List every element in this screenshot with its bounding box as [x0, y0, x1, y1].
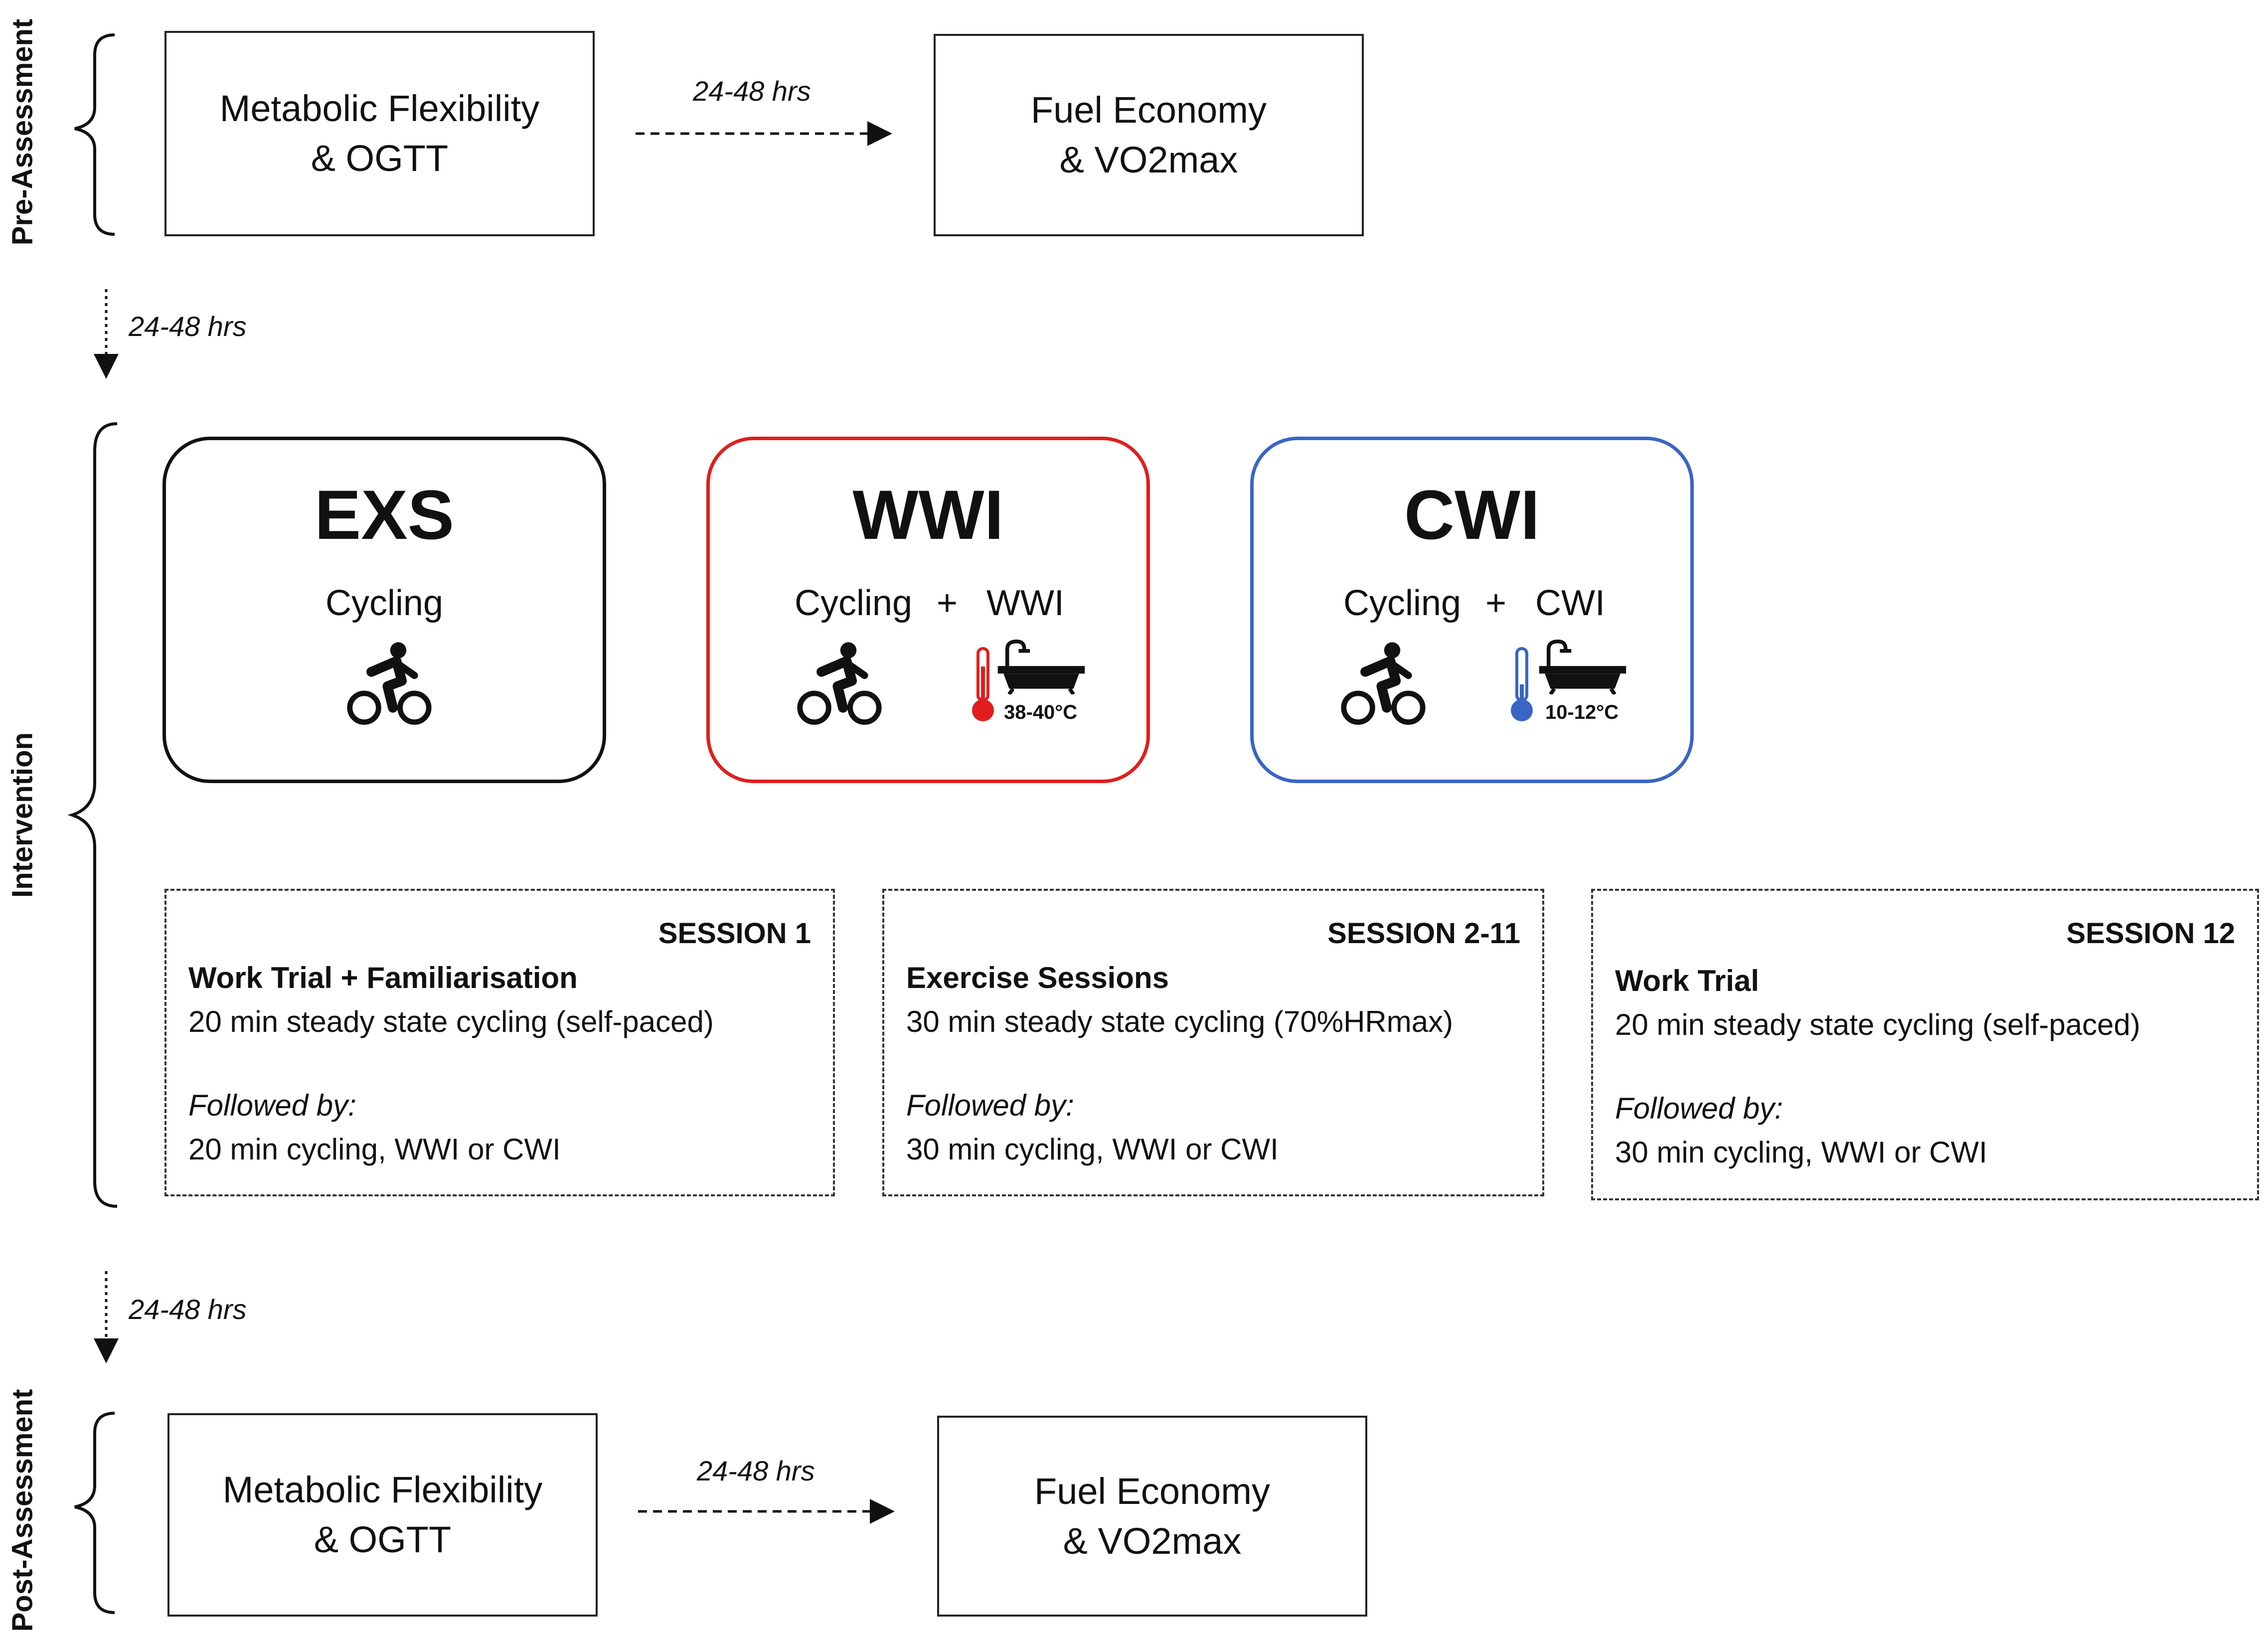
- session-detail: 20 min steady state cycling (self-paced): [188, 1005, 714, 1038]
- wwi-title: WWI: [852, 476, 1004, 554]
- post-fuel-economy-box: Fuel Economy & VO2max: [937, 1416, 1367, 1617]
- session-heading: Work Trial: [1615, 964, 1759, 997]
- pre-assessment-label: Pre-Assessment: [6, 18, 39, 246]
- wwi-plus: +: [937, 583, 958, 623]
- post-metabolic-flexibility-box: Metabolic Flexibility & OGTT: [167, 1413, 598, 1617]
- exs-group-box: EXS Cycling: [162, 437, 606, 783]
- session-title: SESSION 2-11: [1327, 917, 1520, 950]
- cyclist-icon: [1341, 642, 1426, 725]
- pre-gap-label: 24-48 hrs: [693, 75, 811, 107]
- exs-title: EXS: [314, 476, 455, 554]
- session-followed-label: Followed by:: [906, 1089, 1074, 1122]
- session-heading: Exercise Sessions: [906, 961, 1169, 994]
- pre-fuel-economy-box: Fuel Economy & VO2max: [934, 34, 1364, 236]
- cwi-title: CWI: [1404, 476, 1540, 554]
- intervention-brace: [67, 422, 118, 1208]
- box-line: Fuel Economy: [1034, 1470, 1270, 1512]
- box-line: Metabolic Flexibility: [222, 1469, 543, 1511]
- session-2-11-box: SESSION 2-11 Exercise Sessions 30 min st…: [882, 889, 1544, 1196]
- thermometer-cold-icon: [1511, 647, 1533, 721]
- wwi-temperature: 38-40°C: [1004, 701, 1078, 723]
- box-line: & VO2max: [1059, 139, 1238, 180]
- pre-to-intervention-gap-label: 24-48 hrs: [129, 311, 247, 342]
- wwi-group-box: WWI Cycling + WWI 38-40°C: [706, 437, 1150, 783]
- intervention-to-post-gap-label: 24-48 hrs: [129, 1294, 247, 1325]
- box-line: Fuel Economy: [1031, 89, 1267, 131]
- thermometer-hot-icon: [972, 647, 994, 721]
- post-gap-label: 24-48 hrs: [697, 1455, 815, 1486]
- cwi-plus: +: [1485, 583, 1507, 623]
- session-followed-label: Followed by:: [188, 1089, 356, 1122]
- session-followup: 30 min cycling, WWI or CWI: [906, 1133, 1279, 1166]
- box-line: & VO2max: [1063, 1520, 1242, 1562]
- post-assessment-label: Post-Assessment: [6, 1389, 39, 1632]
- exs-modality: Cycling: [325, 583, 444, 623]
- cwi-temperature: 10-12°C: [1545, 701, 1619, 723]
- bathtub-icon: [997, 640, 1085, 694]
- box-line: & OGTT: [314, 1519, 452, 1560]
- wwi-modality-immersion: WWI: [986, 583, 1064, 623]
- session-followup: 20 min cycling, WWI or CWI: [188, 1133, 561, 1166]
- box-line: Metabolic Flexibility: [219, 88, 540, 130]
- bathtub-icon: [1539, 640, 1626, 694]
- session-title: SESSION 1: [658, 917, 811, 950]
- session-title: SESSION 12: [2066, 917, 2235, 950]
- session-followed-label: Followed by:: [1615, 1092, 1783, 1125]
- pre-metabolic-flexibility-box: Metabolic Flexibility & OGTT: [164, 31, 595, 236]
- session-followup: 30 min cycling, WWI or CWI: [1615, 1136, 1987, 1169]
- session-detail: 20 min steady state cycling (self-paced): [1615, 1008, 2140, 1041]
- cyclist-icon: [347, 642, 432, 725]
- cwi-modality-cycling: Cycling: [1343, 583, 1461, 623]
- intervention-label: Intervention: [6, 732, 39, 898]
- session-heading: Work Trial + Familiarisation: [188, 961, 578, 994]
- session-detail: 30 min steady state cycling (70%HRmax): [906, 1005, 1454, 1038]
- wwi-modality-cycling: Cycling: [795, 583, 913, 623]
- session-12-box: SESSION 12 Work Trial 20 min steady stat…: [1591, 889, 2259, 1200]
- pre-assessment-brace: [74, 33, 115, 236]
- box-line: & OGTT: [311, 138, 449, 179]
- cwi-group-box: CWI Cycling + CWI 10-12°C: [1250, 437, 1694, 783]
- cwi-modality-immersion: CWI: [1535, 583, 1605, 623]
- cyclist-icon: [797, 642, 882, 725]
- session-1-box: SESSION 1 Work Trial + Familiarisation 2…: [164, 889, 835, 1196]
- post-assessment-brace: [74, 1412, 115, 1614]
